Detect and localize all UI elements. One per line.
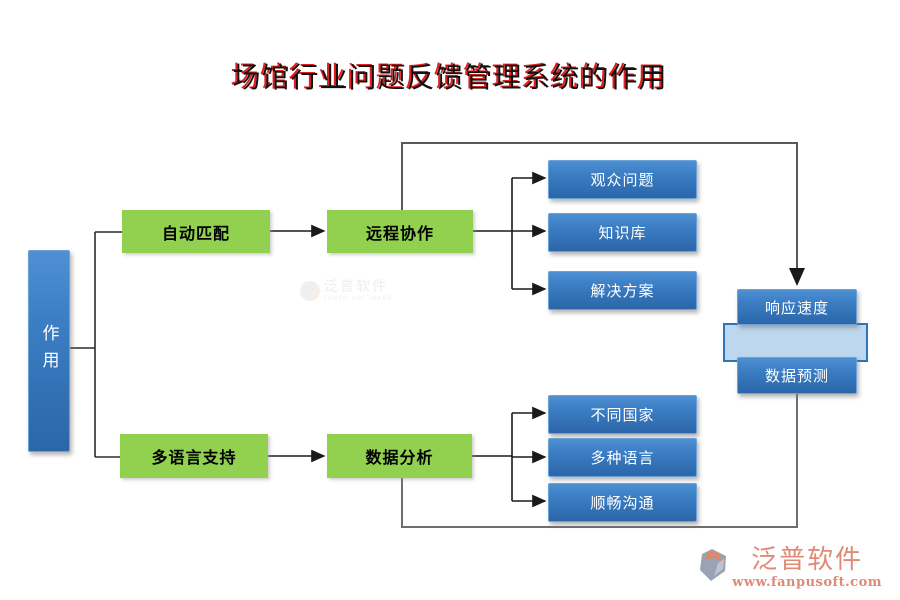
bottom-branch-lines [472,406,547,508]
watermark-name: 泛普软件 [324,279,388,295]
fanpu-logo-icon [700,549,727,581]
watermark: 泛普软件 FANPU SOFTWARE [300,280,393,302]
fanpu-logo-url: www.fanpusoft.com [732,575,882,590]
footer-brand: 泛普软件 www.fanpusoft.com [698,547,882,590]
node-branch0-level1: 自动匹配 [122,210,270,253]
node-branch1-level1: 多语言支持 [120,434,268,478]
node-child: 观众问题 [548,160,697,199]
node-branch1-level2: 数据分析 [327,434,472,478]
outcome-highlight-bar [723,323,868,362]
node-outcome-response-speed: 响应速度 [737,289,857,325]
node-outcome-data-prediction: 数据预测 [737,357,857,394]
diagram-title: 场馆行业问题反馈管理系统的作用 [232,61,668,94]
node-child: 顺畅沟通 [548,483,697,522]
node-child: 知识库 [548,213,697,252]
node-branch0-level2: 远程协作 [327,210,473,253]
watermark-logo-icon [300,281,320,301]
level-arrows [268,224,326,463]
node-child: 不同国家 [548,395,697,434]
node-root: 作用 [28,250,70,452]
root-tree-lines [68,231,122,458]
watermark-subtitle: FANPU SOFTWARE [324,295,393,302]
outer-bottom-line [401,393,798,528]
outer-top-line [401,142,805,286]
node-child: 解决方案 [548,271,697,310]
fanpu-logo-name: 泛普软件 [751,545,864,575]
top-branch-lines [473,171,547,296]
node-child: 多种语言 [548,438,697,477]
